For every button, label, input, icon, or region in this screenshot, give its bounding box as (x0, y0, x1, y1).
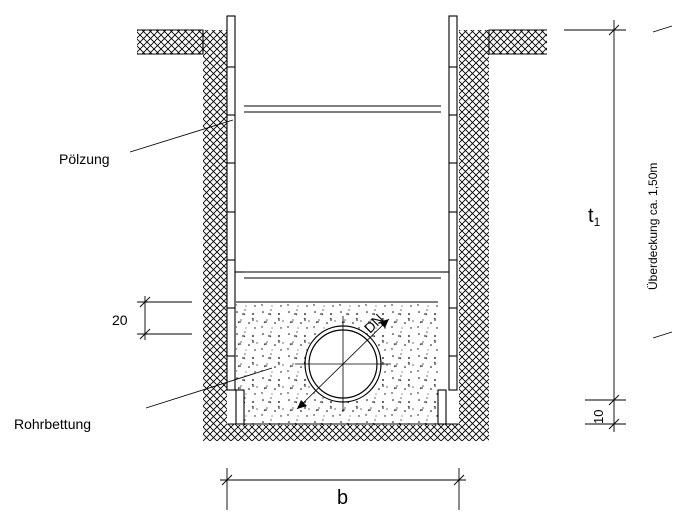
dimension-20 (137, 296, 192, 340)
right-sheeting (437, 15, 458, 425)
dimension-t1-label: t1 (588, 205, 601, 229)
rohrbettung-label: Rohrbettung (14, 416, 91, 432)
dimension-t1 (564, 20, 626, 432)
dimension-20-label: 20 (112, 312, 128, 328)
t1-main: t (588, 205, 594, 227)
dimension-10-label: 10 (591, 410, 606, 424)
poelzung-leader (129, 119, 234, 153)
left-sheeting (226, 15, 245, 425)
pipe (295, 316, 391, 412)
ueberdeckung-label: Überdeckung ca. 1,50m (646, 163, 660, 290)
rohrbettung-leader (145, 367, 273, 409)
t1-subscript: 1 (594, 215, 601, 229)
trench-outline (137, 29, 547, 425)
dimension-b-label: b (337, 487, 348, 509)
struts (235, 105, 449, 279)
soil-hatching (137, 30, 547, 441)
poelzung-label: Pölzung (59, 151, 110, 167)
dimension-b (220, 468, 466, 510)
cover-depth-range (652, 25, 673, 339)
